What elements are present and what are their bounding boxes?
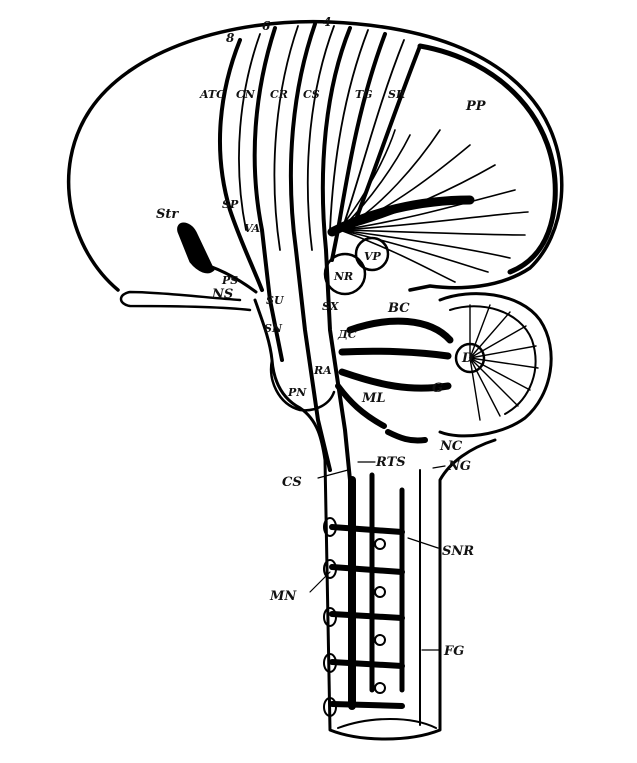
label-sx: SX (322, 300, 339, 313)
tract-bc (346, 317, 454, 344)
tract-g (338, 368, 452, 392)
labels: 8 6 4 ATC CN CR CS TG SR PP Str SP VA PS… (156, 15, 487, 659)
spinal-cord-bottom (337, 718, 437, 729)
label-area-6: 6 (262, 19, 271, 33)
band-edge-4 (329, 29, 369, 231)
tract-ml (335, 383, 387, 429)
pons-bulge (269, 358, 336, 412)
leader-lines (309, 461, 446, 651)
label-dc: ДС (337, 328, 357, 341)
tract-6 (252, 26, 284, 362)
cerebellum-inner (449, 305, 537, 415)
label-sp: SP (222, 198, 239, 211)
label-su: SU (266, 294, 285, 307)
striatum (177, 222, 215, 274)
band-edge-2 (273, 25, 299, 251)
label-tg: TG (355, 88, 373, 101)
label-bc: BC (387, 301, 410, 316)
segment-rungs (329, 524, 405, 709)
label-snr: SNR (442, 544, 474, 559)
label-ml: ML (361, 391, 386, 406)
olfactory-tract (119, 290, 252, 312)
label-sn: SN (264, 322, 283, 335)
label-mn: MN (269, 589, 297, 604)
tract-nc (385, 429, 428, 444)
label-sr: SR (388, 88, 405, 101)
label-atc: ATC (199, 88, 225, 101)
hemisphere-inner-lobe-line (417, 43, 558, 275)
label-cn: CN (236, 88, 256, 101)
label-cs-top: CS (303, 88, 320, 101)
label-rts: RTS (375, 455, 406, 470)
label-area-8: 8 (226, 31, 235, 45)
label-nr: NR (333, 270, 353, 283)
label-ra: RA (313, 364, 332, 377)
label-cr: CR (270, 88, 288, 101)
label-ns: NS (211, 287, 233, 302)
label-pn: PN (287, 386, 307, 399)
label-area-4: 4 (323, 15, 331, 29)
pp-main-bundle (327, 195, 475, 237)
nucleus-nr (323, 252, 367, 296)
label-g: G (432, 381, 443, 396)
tract-CS (320, 26, 352, 482)
tract-dc (338, 347, 452, 360)
band-edge-5 (341, 39, 405, 231)
label-d: D (461, 351, 474, 366)
tract-TG (330, 32, 387, 262)
label-nc: NC (439, 439, 463, 454)
motor-neurons (323, 517, 386, 717)
label-ng: NG (447, 459, 471, 474)
cerebellum-outline (438, 292, 553, 438)
hemisphere-outline (67, 19, 564, 292)
label-cs: CS (282, 475, 302, 490)
label-str: Str (156, 207, 179, 222)
label-fg: FG (443, 644, 464, 659)
tract-4 (288, 22, 332, 472)
cerebellar-radiation (469, 304, 539, 421)
band-edge-3 (306, 25, 335, 251)
tract-8 (218, 38, 264, 292)
band-edge-1 (238, 33, 261, 231)
label-va: VA (244, 222, 261, 235)
nucleus-vp (354, 236, 390, 272)
label-vp: VP (364, 250, 382, 263)
label-pp: PP (465, 99, 487, 114)
striatum-fibers (194, 260, 258, 294)
label-ps: PS (221, 274, 238, 287)
